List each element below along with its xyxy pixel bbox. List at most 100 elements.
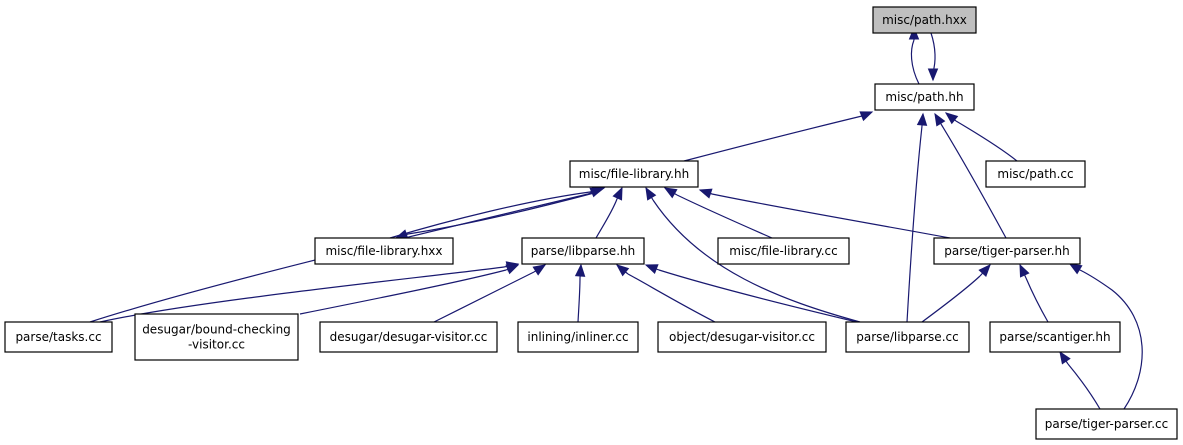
edge-line-tail — [861, 111, 873, 117]
edge-line-tail — [505, 264, 519, 271]
node-label: desugar/desugar-visitor.cc — [330, 330, 488, 344]
node-label: object/desugar-visitor.cc — [669, 330, 815, 344]
edge-libparse_cc-to-libparse_hh — [644, 264, 858, 323]
edge-line — [99, 266, 505, 323]
node-libparse-cc[interactable]: parse/libparse.cc — [845, 321, 970, 353]
node-file-library-hxx[interactable]: misc/file-library.hxx — [314, 237, 454, 265]
edge-file_library_hh-to-path_hh — [683, 111, 874, 162]
edge-line — [940, 123, 1007, 239]
edge-line-tail — [645, 187, 654, 201]
edge-tasks_cc-to-libparse_hh — [99, 261, 520, 323]
node-file-library-hh[interactable]: misc/file-library.hh — [569, 160, 699, 188]
edge-tiger_parser_hh-to-path_hh — [934, 112, 1007, 239]
node-box — [517, 321, 639, 353]
node-bound-checking[interactable]: desugar/bound-checking-visitor.cc — [134, 313, 299, 361]
node-label: misc/file-library.hxx — [325, 244, 442, 258]
edge-libparse_cc-to-file_library_hh — [645, 186, 861, 323]
node-inliner-cc[interactable]: inlining/inliner.cc — [517, 321, 639, 353]
edge-tiger_parser_cc-to-scantiger_hh — [1059, 350, 1101, 410]
edge-line — [676, 194, 773, 239]
node-box — [874, 83, 975, 111]
edge-line-tail — [1019, 264, 1027, 279]
edge-line — [389, 191, 591, 239]
edge-line-tail — [921, 113, 924, 127]
edge-scantiger_hh-to-tiger_parser_hh — [1019, 263, 1049, 323]
edge-line-tail — [699, 189, 713, 195]
edge-line-tail — [1069, 263, 1081, 271]
node-box — [521, 237, 645, 265]
node-label: misc/path.hxx — [882, 13, 967, 27]
node-label: parse/tiger-parser.cc — [1045, 417, 1169, 431]
edge-object_desugar-to-libparse_hh — [615, 264, 716, 323]
edge-libparse_hh-to-file_library_hh — [595, 186, 623, 239]
edge-arrowhead — [859, 111, 874, 122]
node-box — [319, 321, 498, 353]
node-path-hxx[interactable]: misc/path.hxx — [872, 6, 977, 34]
edge-line — [711, 193, 951, 239]
edge-line — [930, 32, 936, 73]
node-tiger-parser-cc[interactable]: parse/tiger-parser.cc — [1035, 408, 1178, 440]
node-label: parse/tiger-parser.hh — [944, 244, 1070, 258]
edge-line-tail — [587, 187, 603, 195]
edge-line — [1025, 277, 1049, 323]
node-box — [657, 321, 827, 353]
node-box — [985, 160, 1086, 188]
edge-line-tail — [579, 264, 582, 279]
edge-line — [910, 39, 920, 85]
edge-line-tail — [533, 264, 546, 273]
node-box — [314, 237, 454, 265]
edge-tiger_parser_hh-to-file_library_hh — [698, 188, 951, 239]
node-desugar-visitor[interactable]: desugar/desugar-visitor.cc — [319, 321, 498, 353]
edge-line — [1067, 363, 1101, 410]
edge-line — [955, 120, 1018, 162]
node-label: parse/tasks.cc — [15, 330, 101, 344]
node-scantiger-hh[interactable]: parse/scantiger.hh — [989, 321, 1121, 353]
node-box — [134, 313, 299, 361]
node-file-library-cc[interactable]: misc/file-library.cc — [717, 237, 850, 265]
edge-line — [407, 192, 595, 235]
node-label: misc/path.cc — [997, 167, 1073, 181]
edge-file_library_cc-to-file_library_hh — [663, 187, 773, 239]
node-libparse-hh[interactable]: parse/libparse.hh — [521, 237, 645, 265]
node-label: -visitor.cc — [188, 338, 245, 352]
edge-line — [683, 115, 863, 162]
edge-line-tail — [945, 112, 957, 122]
node-box — [872, 6, 977, 34]
node-box — [933, 237, 1081, 265]
edge-line — [627, 273, 716, 323]
edges-layer — [89, 26, 1143, 410]
edge-path_hh-to-path_hxx — [908, 26, 920, 85]
edge-line-tail — [664, 187, 678, 196]
edge-path_hxx-to-path_hh — [927, 32, 939, 82]
node-label: misc/file-library.cc — [729, 244, 837, 258]
node-object-desugar[interactable]: object/desugar-visitor.cc — [657, 321, 827, 353]
edge-line — [1079, 269, 1143, 410]
node-tasks-cc[interactable]: parse/tasks.cc — [4, 321, 113, 353]
edge-line-tail — [616, 187, 623, 200]
edge-line-tail — [1059, 351, 1069, 365]
node-path-cc[interactable]: misc/path.cc — [985, 160, 1086, 188]
edge-inliner_cc-to-libparse_hh — [574, 263, 586, 323]
node-box — [845, 321, 970, 353]
edge-libparse_cc-to-path_hh — [906, 112, 928, 323]
edge-line — [658, 269, 858, 323]
edge-line-tail — [934, 113, 942, 125]
node-label: misc/file-library.hh — [579, 167, 689, 181]
node-path-hh[interactable]: misc/path.hh — [874, 83, 975, 111]
node-label: parse/libparse.hh — [531, 244, 635, 258]
edge-libparse_cc-to-tiger_parser_hh — [921, 264, 991, 323]
edge-file_library_hxx-to-file_library_hh — [389, 186, 606, 239]
node-box — [1035, 408, 1178, 440]
edge-line-tail — [645, 264, 660, 271]
edge-bound_checking-to-libparse_hh — [299, 264, 520, 315]
node-box — [989, 321, 1121, 353]
node-label: misc/path.hh — [885, 90, 963, 104]
edge-line-tail — [395, 233, 409, 239]
node-label: inlining/inliner.cc — [527, 330, 628, 344]
node-label: parse/libparse.cc — [856, 330, 958, 344]
nodes-layer: misc/path.hxx misc/path.hh misc/file-libra… — [4, 6, 1178, 440]
edge-line — [577, 277, 581, 323]
node-label: parse/scantiger.hh — [999, 330, 1110, 344]
node-tiger-parser-hh[interactable]: parse/tiger-parser.hh — [933, 237, 1081, 265]
edge-line — [652, 199, 861, 323]
